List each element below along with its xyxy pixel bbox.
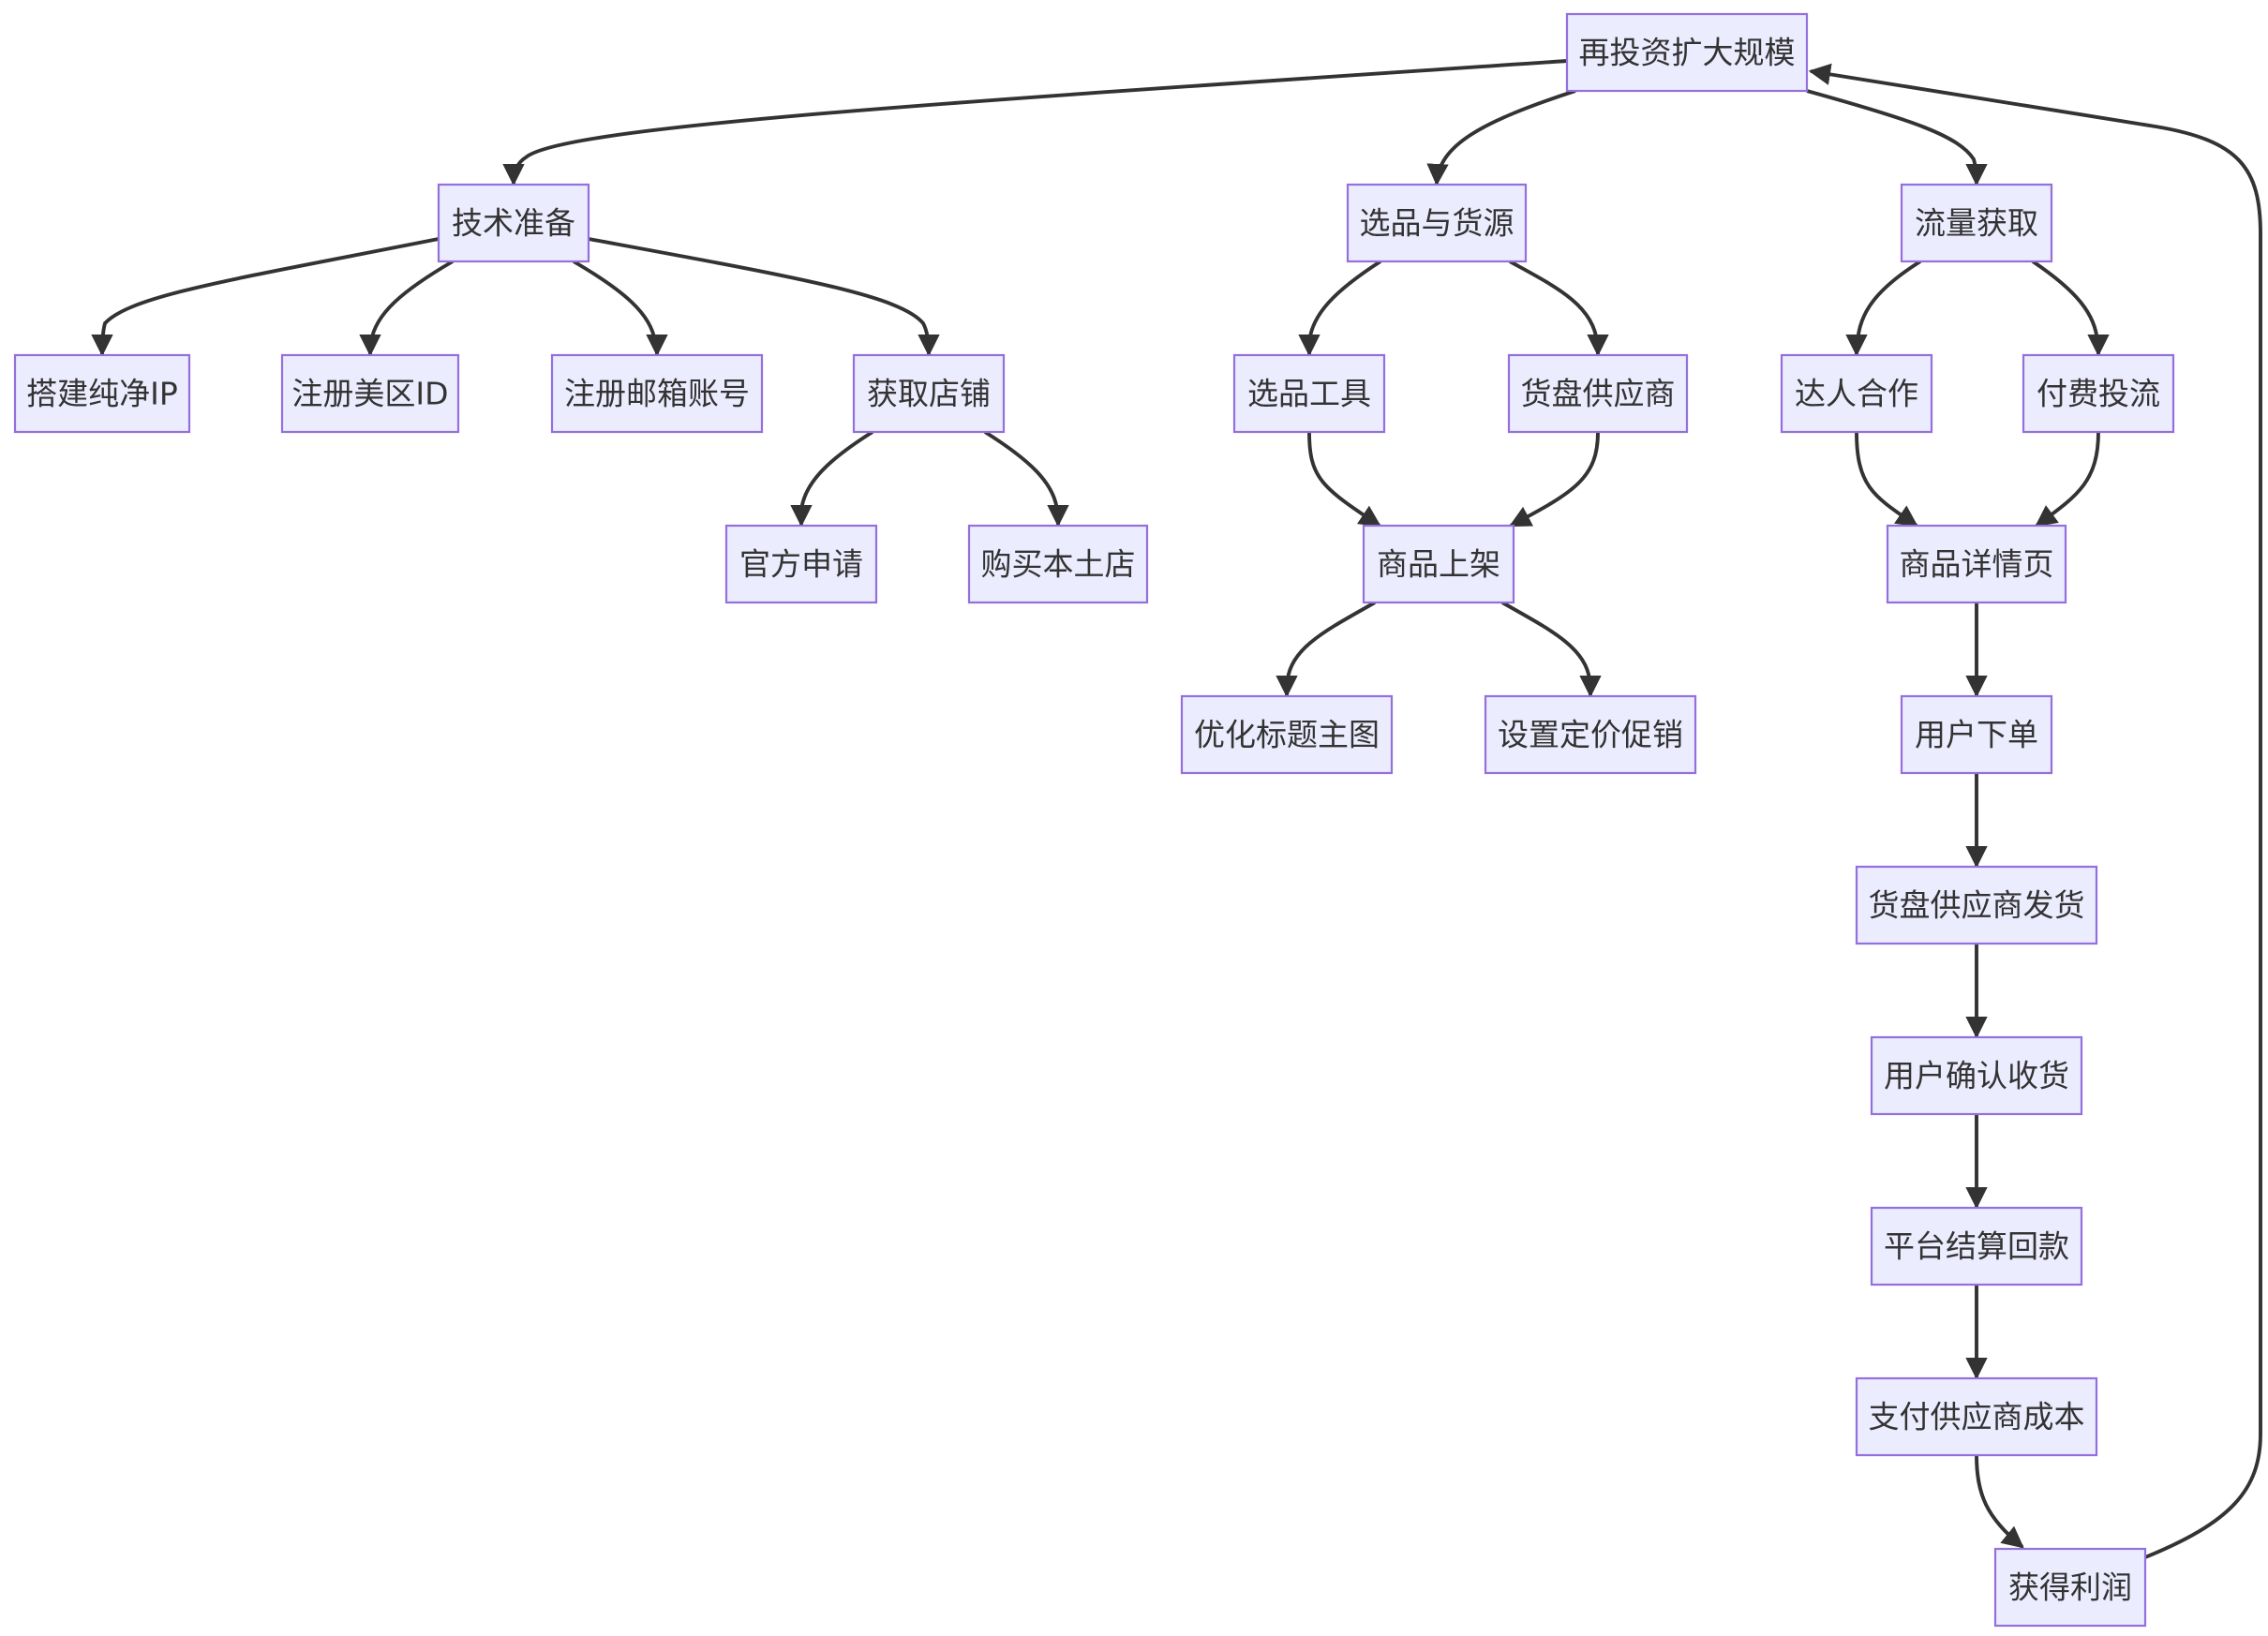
node-label: 货盘供应商 (1521, 376, 1676, 412)
node-box (724, 524, 878, 604)
node-box (1993, 1547, 2147, 1628)
node-label: 流量获取 (1915, 205, 2038, 242)
node-label: 用户确认收货 (1884, 1058, 2069, 1094)
node-box (1900, 183, 2053, 263)
node-label: 优化标题主图 (1194, 717, 1380, 753)
node-tech: 技术准备 (437, 183, 590, 263)
node-paid: 付费投流 (2022, 353, 2175, 434)
edge-traffic-to-paid (2031, 260, 2110, 357)
node-box (1855, 865, 2098, 945)
node-influencer: 达人合作 (1780, 353, 1933, 434)
edge-paid-to-detail (2035, 431, 2100, 528)
node-detail: 商品详情页 (1886, 524, 2067, 604)
node-box (1855, 1376, 2098, 1457)
node-label: 商品上架 (1377, 546, 1500, 583)
node-buyshop: 购买本土店 (967, 524, 1149, 604)
node-label: 选品工具 (1247, 376, 1371, 412)
node-box (13, 353, 191, 434)
node-listing: 商品上架 (1362, 524, 1515, 604)
edge-seltool-to-listing (1307, 431, 1381, 528)
edge-tech-to-ip (91, 237, 440, 357)
node-box (550, 353, 764, 434)
node-email: 注册邮箱账号 (550, 353, 764, 434)
node-box (1362, 524, 1515, 604)
node-box (1565, 12, 1809, 93)
node-box (1900, 694, 2053, 775)
edge-profit-to-reinvest (1808, 63, 2262, 1559)
node-box (437, 183, 590, 263)
edge-traffic-to-influencer (1845, 260, 1922, 357)
edge-tech-to-email (573, 260, 668, 357)
node-settle: 平台结算回款 (1870, 1206, 2083, 1286)
edge-shop-to-buyshop (983, 430, 1069, 528)
node-label: 货盘供应商发货 (1869, 887, 2085, 924)
edge-shop-to-official (790, 430, 874, 528)
node-pricing: 设置定价促销 (1484, 694, 1697, 775)
node-ship: 货盘供应商发货 (1855, 865, 2098, 945)
node-seltool: 选品工具 (1232, 353, 1386, 434)
node-box (1484, 694, 1697, 775)
node-box (280, 353, 460, 434)
node-profit: 获得利润 (1993, 1547, 2147, 1628)
node-label: 注册邮箱账号 (564, 376, 750, 412)
node-label: 选品与货源 (1360, 205, 1514, 242)
edge-tech-to-shop (588, 237, 940, 357)
edge-reinvest-to-sourcing (1426, 89, 1576, 186)
node-box (1346, 183, 1528, 263)
edges-layer (91, 59, 2262, 1559)
node-label: 设置定价促销 (1498, 717, 1683, 753)
node-ip: 搭建纯净IP (13, 353, 191, 434)
node-label: 用户下单 (1915, 717, 2038, 753)
node-box (1886, 524, 2067, 604)
node-box (1507, 353, 1689, 434)
edge-paycost-to-profit (1975, 1454, 2024, 1549)
node-label: 商品详情页 (1900, 546, 2054, 583)
node-label: 达人合作 (1795, 376, 1918, 412)
node-label: 搭建纯净IP (26, 376, 178, 412)
node-label: 付费投流 (2037, 376, 2160, 412)
node-box (967, 524, 1149, 604)
node-label: 平台结算回款 (1884, 1228, 2069, 1265)
node-usid: 注册美区ID (280, 353, 460, 434)
node-optimize: 优化标题主图 (1180, 694, 1394, 775)
node-paycost: 支付供应商成本 (1855, 1376, 2098, 1457)
node-box (1180, 694, 1394, 775)
node-label: 购买本土店 (981, 546, 1136, 583)
node-order: 用户下单 (1900, 694, 2053, 775)
edge-listing-to-optimize (1276, 601, 1376, 698)
node-label: 再投资扩大规模 (1579, 35, 1796, 71)
node-shop: 获取店铺 (852, 353, 1006, 434)
edge-tech-to-usid (359, 260, 454, 357)
node-box (1870, 1206, 2083, 1286)
node-label: 官方申请 (739, 546, 863, 583)
node-label: 支付供应商成本 (1869, 1399, 2085, 1435)
node-reinvest: 再投资扩大规模 (1565, 12, 1809, 93)
edge-reinvest-to-tech (502, 59, 1568, 186)
node-label: 技术准备 (452, 205, 575, 242)
node-confirm: 用户确认收货 (1870, 1035, 2083, 1116)
node-box (2022, 353, 2175, 434)
node-traffic: 流量获取 (1900, 183, 2053, 263)
edge-influencer-to-detail (1855, 431, 1918, 528)
edge-supplier-to-listing (1508, 431, 1600, 528)
node-box (852, 353, 1006, 434)
edge-sourcing-to-seltool (1298, 260, 1382, 357)
node-label: 注册美区ID (291, 376, 448, 412)
edge-sourcing-to-supplier (1509, 260, 1609, 357)
node-label: 获得利润 (2008, 1569, 2132, 1606)
node-box (1870, 1035, 2083, 1116)
edge-reinvest-to-traffic (1806, 89, 1988, 186)
node-box (1780, 353, 1933, 434)
edge-listing-to-pricing (1501, 601, 1602, 698)
node-supplier: 货盘供应商 (1507, 353, 1689, 434)
node-sourcing: 选品与货源 (1346, 183, 1528, 263)
node-label: 获取店铺 (867, 376, 991, 412)
node-official: 官方申请 (724, 524, 878, 604)
node-box (1232, 353, 1386, 434)
